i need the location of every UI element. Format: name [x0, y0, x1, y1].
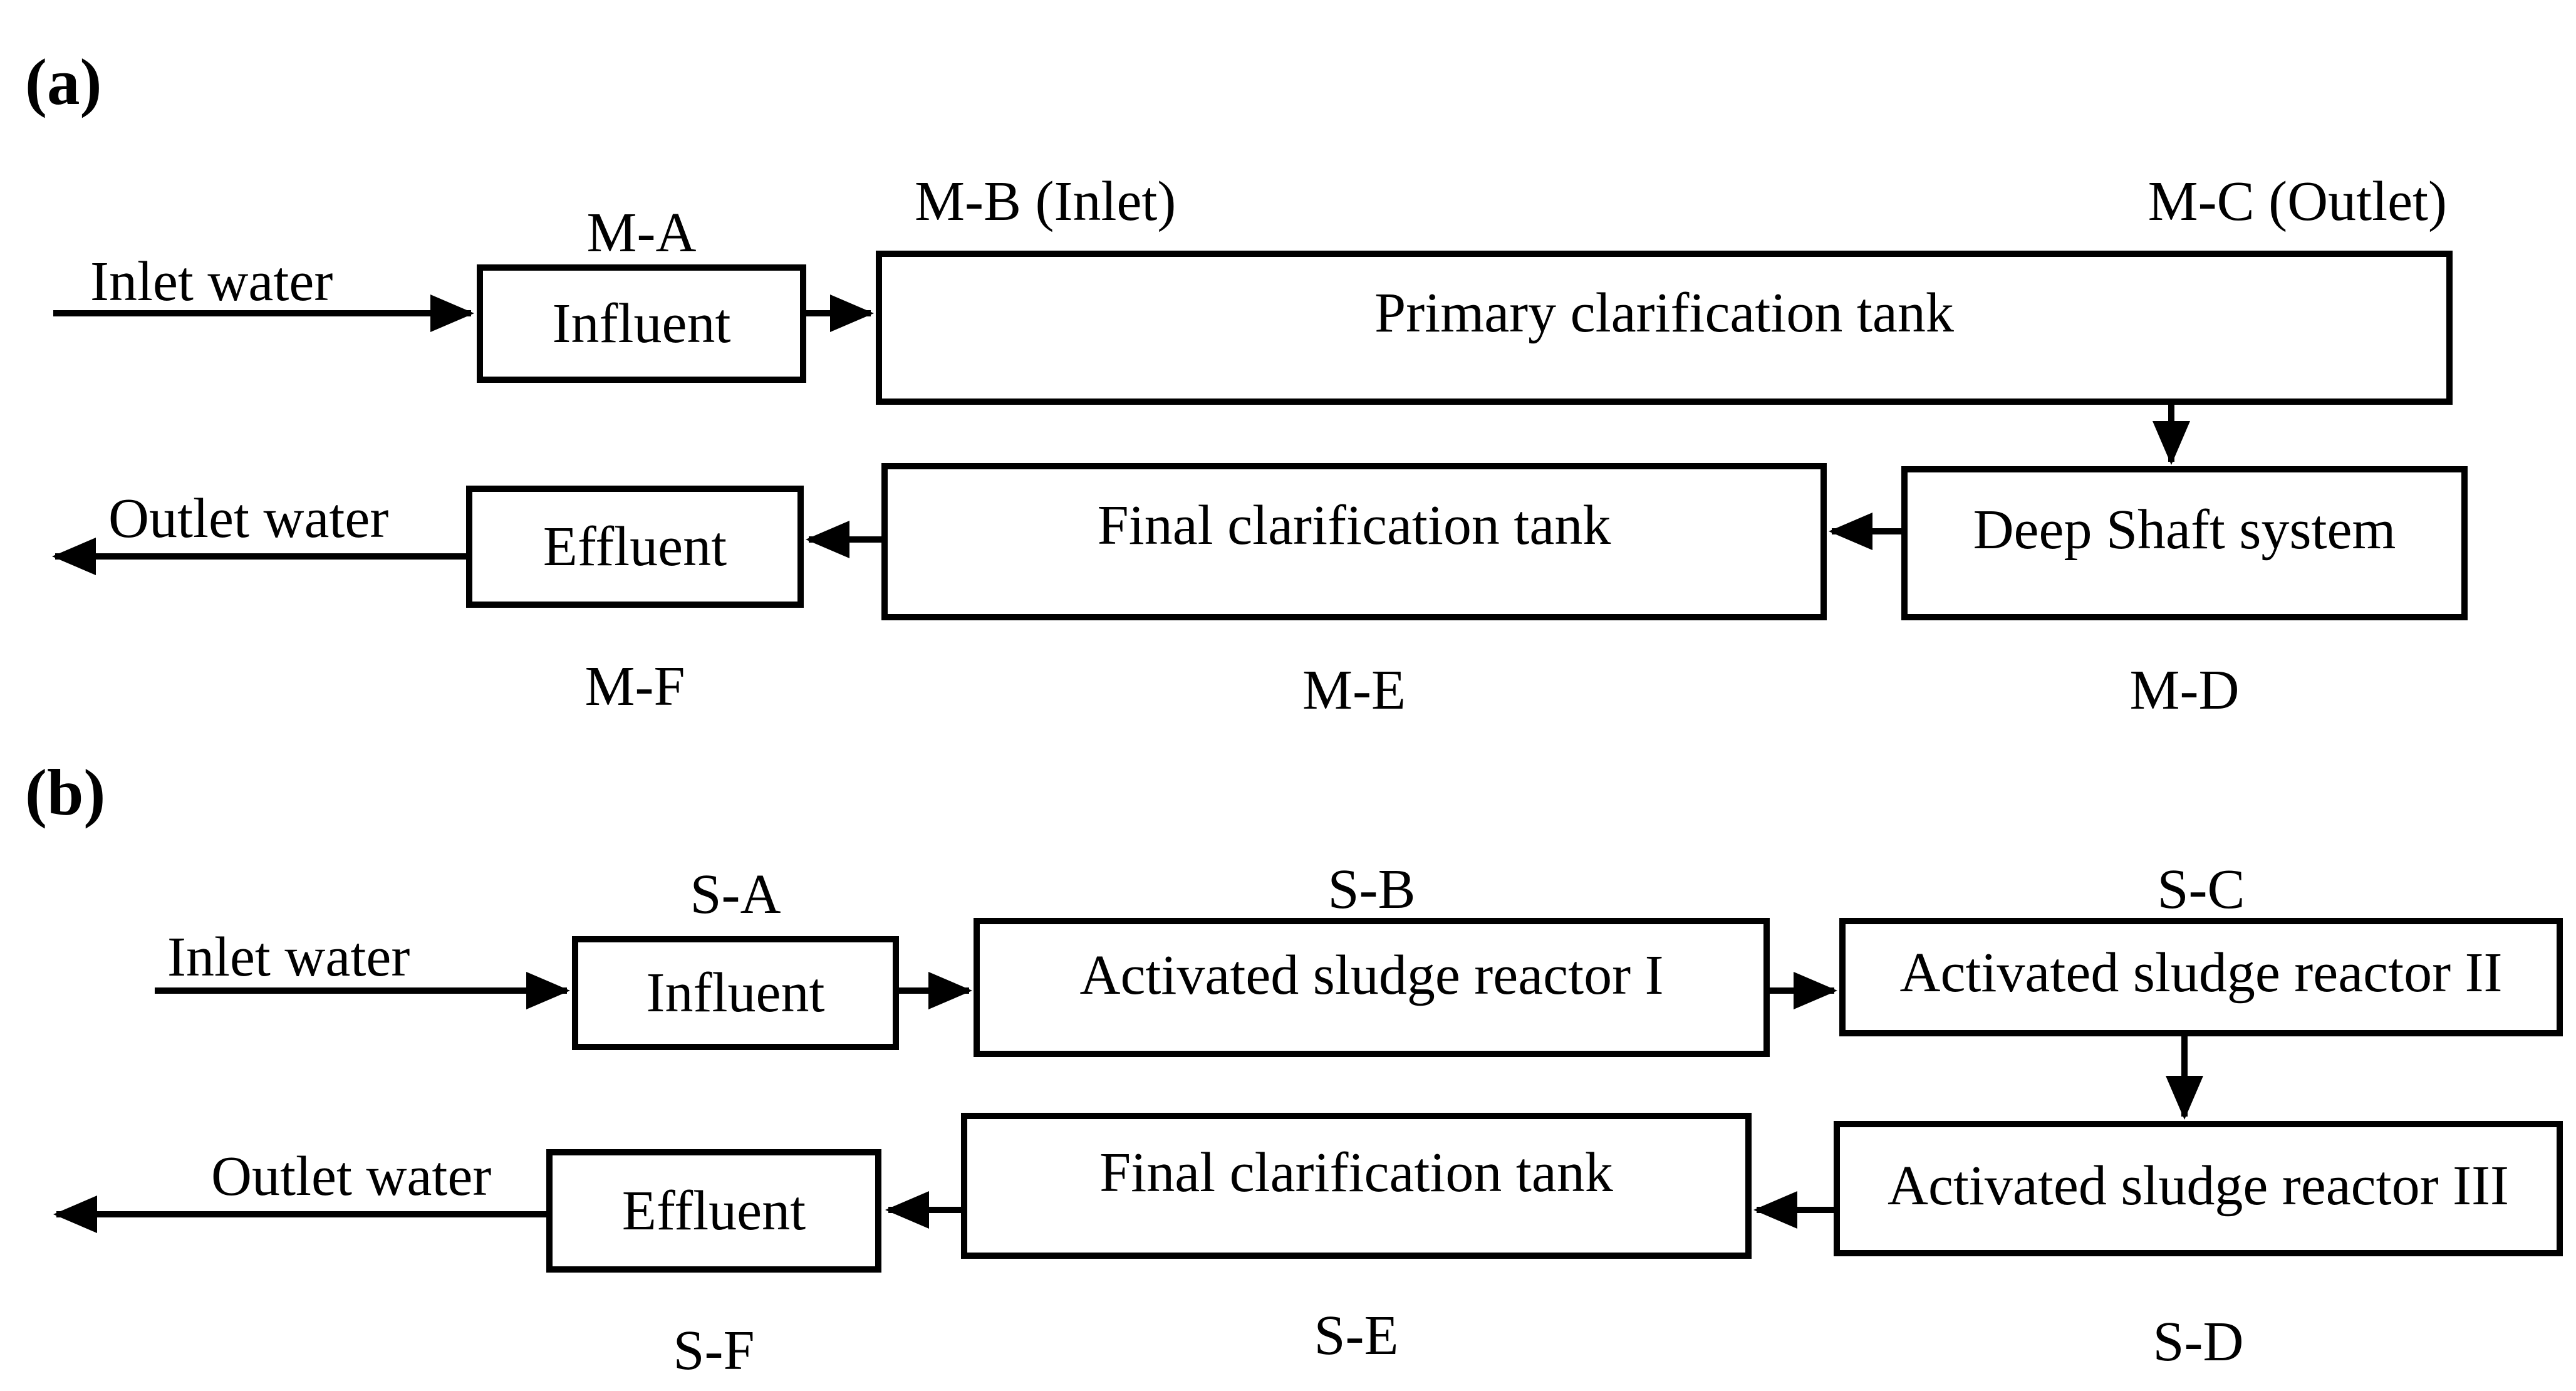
tag-s-d: S-D — [2153, 1311, 2244, 1373]
tag-m-a: M-A — [586, 202, 697, 264]
tag-m-b-inlet: M-B (Inlet) — [915, 170, 1176, 232]
influent-box-b: Influent — [572, 936, 899, 1050]
tag-m-d: M-D — [2129, 659, 2240, 721]
effluent-box-a: Effluent — [466, 486, 804, 608]
tag-s-c: S-C — [2157, 858, 2245, 920]
inlet-water-label-a: Inlet water — [90, 251, 333, 313]
tag-m-c-outlet: M-C (Outlet) — [2148, 170, 2447, 232]
primary-clarification-tank-box: Primary clarification tank — [876, 251, 2453, 405]
activated-sludge-reactor-2-box: Activated sludge reactor II — [1839, 918, 2563, 1036]
inlet-water-label-b: Inlet water — [167, 926, 410, 988]
panel-b-label: (b) — [25, 756, 106, 829]
tag-m-e: M-E — [1302, 659, 1406, 721]
final-clarification-tank-box-b: Final clarification tank — [961, 1113, 1752, 1259]
tag-s-a: S-A — [690, 863, 781, 925]
final-clarification-tank-box-a: Final clarification tank — [881, 463, 1827, 620]
tag-m-f: M-F — [584, 655, 685, 717]
influent-box-a: Influent — [477, 264, 806, 383]
tag-s-f: S-F — [673, 1320, 755, 1382]
activated-sludge-reactor-3-box: Activated sludge reactor III — [1834, 1121, 2563, 1256]
tag-s-e: S-E — [1314, 1305, 1399, 1367]
panel-a-label: (a) — [25, 45, 102, 118]
effluent-box-b: Effluent — [546, 1149, 881, 1273]
deep-shaft-system-box: Deep Shaft system — [1901, 466, 2468, 620]
outlet-water-label-a: Outlet water — [108, 487, 389, 550]
activated-sludge-reactor-1-box: Activated sludge reactor I — [974, 918, 1770, 1057]
tag-s-b: S-B — [1327, 858, 1416, 920]
outlet-water-label-b: Outlet water — [211, 1145, 492, 1207]
